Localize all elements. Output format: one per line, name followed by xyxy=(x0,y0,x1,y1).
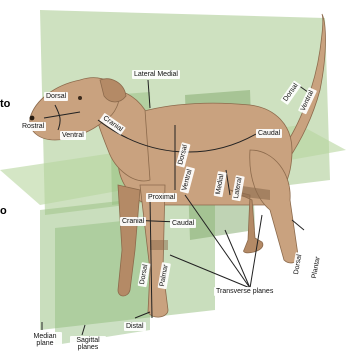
label-cranial-leg: Cranial xyxy=(120,217,146,226)
dog-eye xyxy=(78,96,82,100)
dog-nose xyxy=(30,116,35,121)
label-caudal-leg: Caudal xyxy=(170,219,196,228)
label-dorsal-head: Dorsal xyxy=(44,92,68,101)
edge-text-mid: o xyxy=(0,205,7,217)
label-median-plane: Median plane xyxy=(28,332,62,349)
label-proximal: Proximal xyxy=(146,193,177,202)
label-caudal-body: Caudal xyxy=(256,129,282,138)
carpus-band xyxy=(150,240,168,250)
label-distal: Distal xyxy=(124,322,146,331)
label-rostral: Rostral xyxy=(20,122,46,131)
label-transverse-planes: Transverse planes xyxy=(214,287,275,296)
label-lateral-medial: Lateral Medial xyxy=(132,70,180,79)
label-sagittal-planes: Sagittal planes xyxy=(70,336,106,353)
label-ventral-head: Ventral xyxy=(60,131,86,140)
edge-text-top: to xyxy=(0,98,10,110)
